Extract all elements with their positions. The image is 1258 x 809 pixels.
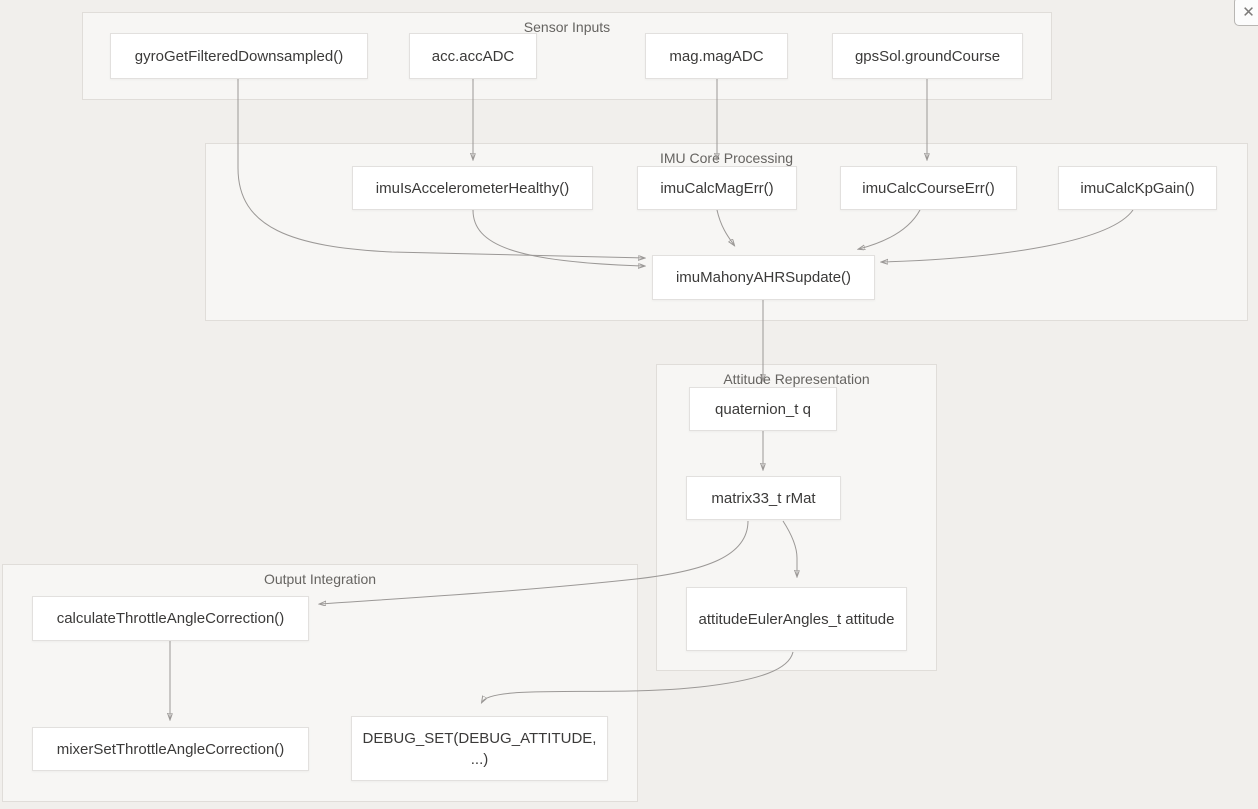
node-label: imuMahonyAHRSupdate() <box>675 269 852 286</box>
node-label: mag.magADC <box>669 47 764 65</box>
group-title-sensor-inputs: Sensor Inputs <box>523 19 611 35</box>
node-label: matrix33_t rMat <box>711 489 816 507</box>
node-gps-ground-course[interactable]: gpsSol.groundCourse <box>832 33 1023 79</box>
node-label: acc.accADC <box>431 47 515 65</box>
node-imu-mahony-ahrs-update[interactable]: imuMahonyAHRSupdate() <box>652 255 875 300</box>
node-imu-calc-kp-gain[interactable]: imuCalcKpGain() <box>1058 166 1217 210</box>
node-label: attitudeEulerAngles_t attitude <box>698 610 895 628</box>
node-imu-calc-mag-err[interactable]: imuCalcMagErr() <box>637 166 797 210</box>
node-label: imuIsAccelerometerHealthy() <box>375 179 570 197</box>
node-label: imuCalcKpGain() <box>1080 179 1195 197</box>
node-mixer-set-throttle-angle-correction[interactable]: mixerSetThrottleAngleCorrection() <box>32 727 309 771</box>
group-title-output-integration: Output Integration <box>263 571 377 587</box>
close-icon: ✕ <box>1242 3 1255 21</box>
node-calculate-throttle-angle-correction[interactable]: calculateThrottleAngleCorrection() <box>32 596 309 641</box>
node-label: calculateThrottleAngleCorrection() <box>56 610 285 627</box>
node-label: gyroGetFilteredDownsampled() <box>134 47 344 65</box>
group-title-attitude-representation: Attitude Representation <box>723 371 870 387</box>
node-gyro-get-filtered-downsampled[interactable]: gyroGetFilteredDownsampled() <box>110 33 368 79</box>
close-button[interactable]: ✕ <box>1234 0 1258 26</box>
node-debug-set[interactable]: DEBUG_SET(DEBUG_ATTITUDE, ...) <box>351 716 608 781</box>
node-label: quaternion_t q <box>715 400 811 418</box>
node-label: DEBUG_SET(DEBUG_ATTITUDE, ...) <box>362 729 597 768</box>
node-attitude-euler-angles[interactable]: attitudeEulerAngles_t attitude <box>686 587 907 651</box>
node-imu-calc-course-err[interactable]: imuCalcCourseErr() <box>840 166 1017 210</box>
node-label: imuCalcMagErr() <box>660 179 774 197</box>
node-imu-is-accelerometer-healthy[interactable]: imuIsAccelerometerHealthy() <box>352 166 593 210</box>
node-label: gpsSol.groundCourse <box>854 47 1001 65</box>
node-matrix33-rmat[interactable]: matrix33_t rMat <box>686 476 841 520</box>
node-quaternion-q[interactable]: quaternion_t q <box>689 387 837 431</box>
node-mag-adc[interactable]: mag.magADC <box>645 33 788 79</box>
node-label: mixerSetThrottleAngleCorrection() <box>56 740 285 758</box>
group-title-imu-core-processing: IMU Core Processing <box>659 150 794 166</box>
node-label: imuCalcCourseErr() <box>862 179 995 197</box>
node-acc-adc[interactable]: acc.accADC <box>409 33 537 79</box>
